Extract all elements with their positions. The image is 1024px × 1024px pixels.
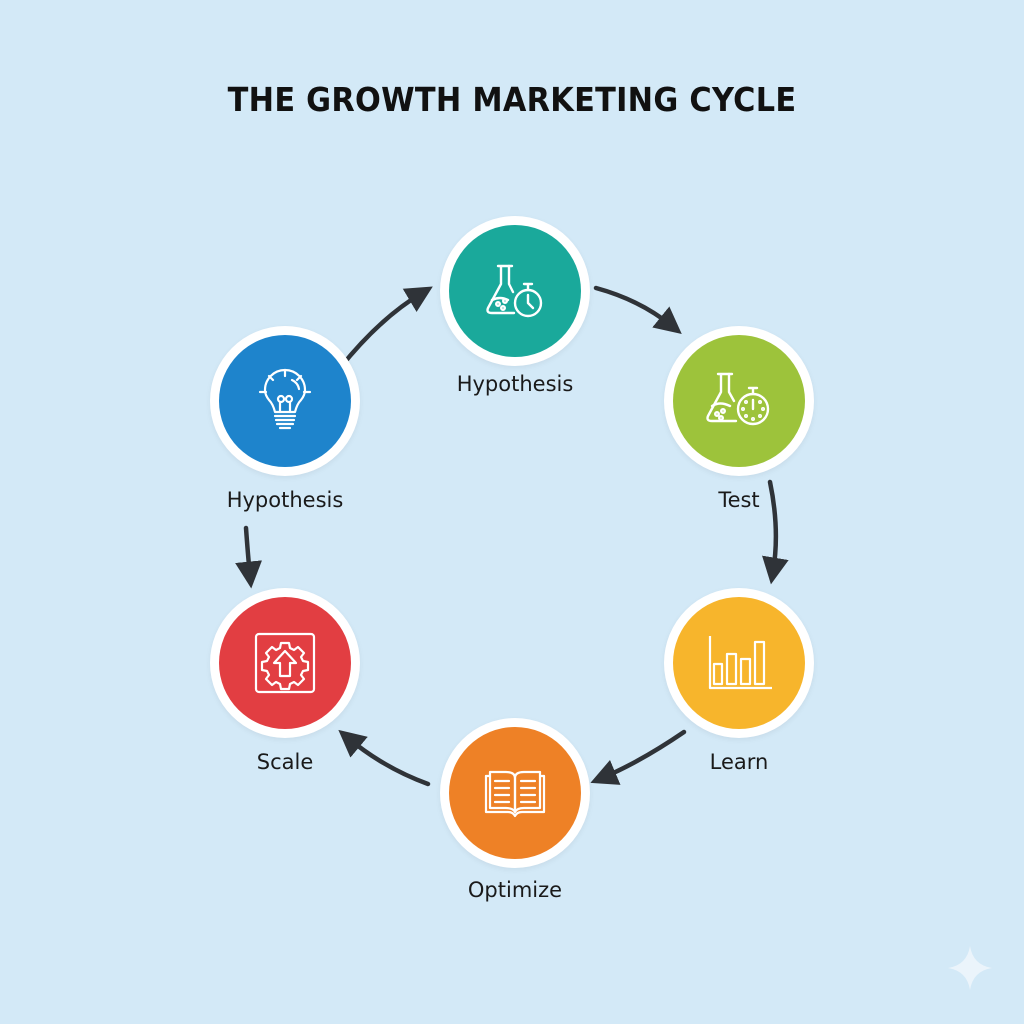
gear-arrow-up-icon — [254, 632, 316, 694]
node-label: Test — [718, 488, 760, 512]
open-book-icon — [484, 770, 546, 818]
node-disc — [219, 597, 351, 729]
node-disc — [219, 335, 351, 467]
node-label: Optimize — [467, 878, 563, 902]
bar-chart-icon — [708, 636, 772, 690]
node-disc — [449, 727, 581, 859]
node-test: Test — [664, 326, 814, 512]
node-scale: Scale — [210, 588, 360, 774]
flask-stopwatch-icon — [706, 372, 770, 426]
node-hypothesis-left: Hypothesis — [210, 326, 360, 512]
node-disc — [449, 225, 581, 357]
node-hypothesis-top: Hypothesis — [440, 216, 590, 396]
node-disc — [673, 335, 805, 467]
node-learn: Learn — [664, 588, 814, 774]
node-label: Hypothesis — [456, 372, 574, 396]
arrow-hypothesis-top-to-test — [593, 285, 682, 334]
node-label: Hypothesis — [226, 488, 344, 512]
sparkle-icon — [948, 946, 992, 990]
diagram-title: THE GROWTH MARKETING CYCLE — [227, 80, 797, 119]
node-label: Scale — [256, 750, 314, 774]
node-label: Learn — [709, 750, 769, 774]
node-disc — [673, 597, 805, 729]
node-optimize: Optimize — [440, 718, 590, 902]
flask-stopwatch-icon — [486, 264, 543, 318]
lightbulb-icon — [258, 368, 312, 430]
arrow-hypothesis-left-to-scale — [235, 525, 263, 589]
